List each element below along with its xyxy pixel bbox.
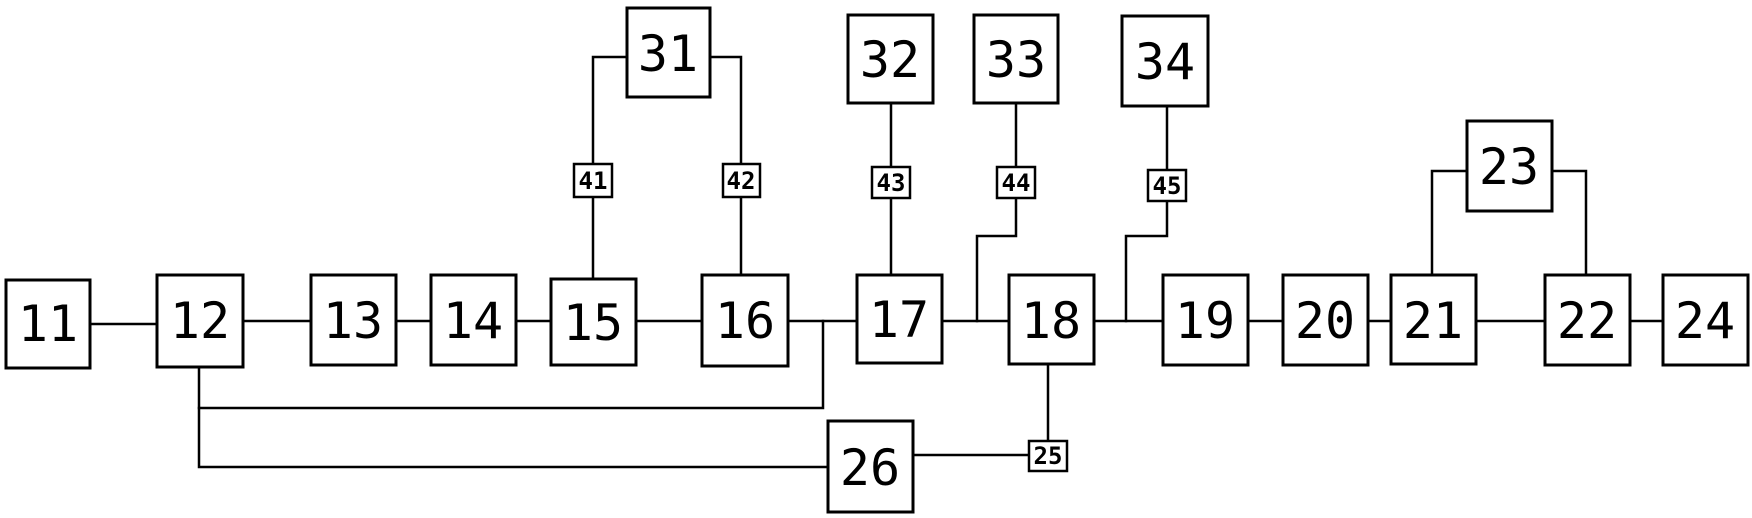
block-18: 18 — [1007, 273, 1096, 366]
block-18-label: 18 — [1021, 292, 1081, 350]
wire-12-16-17 — [197, 319, 825, 410]
block-11-label: 11 — [18, 295, 78, 353]
small-block-42: 42 — [721, 162, 762, 199]
small-block-41: 41 — [572, 162, 614, 199]
wire-21-23 — [1430, 169, 1469, 277]
small-block-45: 45 — [1146, 168, 1188, 203]
block-32: 32 — [846, 13, 935, 105]
small-block-43: 43 — [870, 165, 912, 200]
small-block-43-label: 43 — [877, 169, 906, 197]
wire-12-26 — [197, 406, 830, 469]
small-blocks: 25 41 42 43 44 45 — [572, 162, 1188, 473]
block-26-label: 26 — [840, 439, 900, 497]
block-11: 11 — [4, 278, 92, 370]
small-block-25-label: 25 — [1034, 442, 1063, 470]
small-block-44: 44 — [995, 165, 1037, 200]
block-15-label: 15 — [563, 294, 623, 352]
block-34: 34 — [1120, 14, 1210, 108]
block-17-label: 17 — [869, 291, 929, 349]
block-24: 24 — [1661, 273, 1750, 367]
small-block-45-label: 45 — [1153, 172, 1182, 200]
wire-44-17-18 — [975, 196, 1018, 323]
block-31: 31 — [625, 6, 712, 99]
block-22: 22 — [1543, 273, 1632, 367]
block-14-label: 14 — [443, 292, 503, 350]
block-23-label: 23 — [1479, 138, 1539, 196]
block-20: 20 — [1281, 273, 1370, 367]
block-14: 14 — [429, 273, 518, 367]
block-26: 26 — [826, 419, 915, 514]
wire-41-31 — [591, 55, 629, 166]
block-15: 15 — [549, 277, 638, 367]
block-34-label: 34 — [1135, 33, 1195, 91]
block-17: 17 — [855, 273, 944, 365]
block-13-label: 13 — [323, 292, 383, 350]
block-32-label: 32 — [860, 31, 920, 89]
wire-31-42 — [708, 55, 743, 166]
block-12-label: 12 — [170, 292, 230, 350]
main-blocks: 11 12 13 14 15 16 17 18 — [4, 6, 1750, 514]
block-24-label: 24 — [1675, 292, 1735, 350]
small-block-42-label: 42 — [727, 167, 756, 195]
block-20-label: 20 — [1295, 292, 1355, 350]
block-19-label: 19 — [1175, 292, 1235, 350]
block-21: 21 — [1389, 273, 1478, 366]
block-33-label: 33 — [986, 31, 1046, 89]
block-16-label: 16 — [715, 292, 775, 350]
connection-lines — [88, 55, 1665, 469]
block-19: 19 — [1161, 273, 1250, 367]
wire-23-22 — [1550, 169, 1588, 277]
block-21-label: 21 — [1403, 292, 1463, 350]
small-block-41-label: 41 — [579, 167, 608, 195]
wire-45-18-19 — [1124, 199, 1169, 323]
small-block-44-label: 44 — [1002, 169, 1031, 197]
block-33: 33 — [972, 13, 1060, 105]
block-22-label: 22 — [1557, 292, 1617, 350]
block-16: 16 — [700, 273, 790, 368]
block-31-label: 31 — [638, 25, 698, 83]
block-12: 12 — [155, 273, 245, 369]
small-block-25: 25 — [1027, 439, 1069, 473]
block-13: 13 — [309, 273, 398, 367]
block-23: 23 — [1465, 119, 1554, 213]
